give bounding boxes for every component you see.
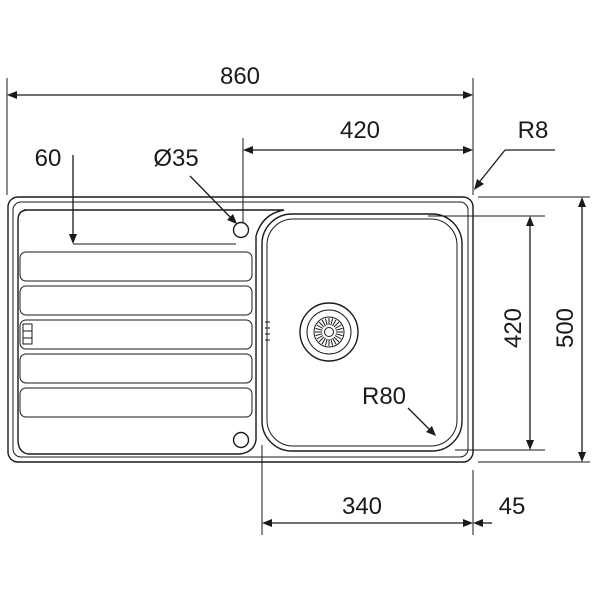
- label-overall-width: 860: [220, 63, 260, 90]
- bowl-outer-outline: [261, 213, 463, 452]
- drainer-groove: [19, 251, 253, 282]
- strainer-spoke: [324, 318, 328, 326]
- tap-hole-circle: [232, 221, 250, 239]
- strainer-spoke: [332, 337, 337, 345]
- strainer-spoke: [316, 335, 324, 340]
- drainer-outline: [17, 209, 285, 455]
- strainer-spoke: [334, 324, 342, 329]
- sink-inner-outline: [12, 201, 469, 458]
- label-bowl-lower-width: 340: [342, 493, 382, 520]
- strainer-spoke: [333, 336, 340, 343]
- strainer-spoke: [333, 321, 340, 328]
- waste-strainer: [299, 302, 359, 362]
- strainer-spoke: [316, 324, 324, 329]
- label-corner-radius: R8: [518, 117, 549, 144]
- dimension-labels: 860 420 R8 60 Ø35 420 500 R80 340 45: [35, 63, 579, 520]
- label-drainer-offset: 60: [35, 145, 62, 172]
- drainer-groove: [19, 319, 253, 350]
- drainer-groove: [19, 387, 253, 418]
- drainer-groove: [19, 353, 253, 384]
- strainer-spoke: [315, 327, 323, 331]
- strainer-spoke: [332, 319, 337, 327]
- label-bowl-width: 420: [340, 117, 380, 144]
- dim-leader-tap-hole: [189, 175, 234, 221]
- label-bowl-radius: R80: [362, 383, 406, 410]
- strainer-spoke: [315, 333, 323, 337]
- bowl-inner-outline: [266, 218, 458, 447]
- overflow-slot: [22, 323, 33, 345]
- label-bowl-margin: 45: [499, 493, 526, 520]
- dim-leader-bowl-radius: [407, 407, 433, 433]
- strainer-spoke: [318, 321, 325, 328]
- secondary-hole-circle: [232, 431, 250, 449]
- sink-body: [7, 196, 474, 463]
- strainer-spoke: [318, 336, 325, 343]
- strainer-spoke: [335, 327, 343, 331]
- label-bowl-height: 420: [500, 308, 527, 348]
- strainer-spoke: [330, 338, 334, 346]
- label-overall-depth: 500: [552, 308, 579, 348]
- label-tap-hole: Ø35: [153, 145, 198, 172]
- strainer-spoke: [324, 338, 328, 346]
- strainer-spoke: [321, 319, 326, 327]
- sink-outer-outline: [7, 196, 474, 463]
- strainer-spoke: [321, 337, 326, 345]
- dimension-lines: [6, 78, 590, 535]
- strainer-spoke: [334, 335, 342, 340]
- strainer-spoke: [335, 333, 343, 337]
- strainer-spoke: [330, 318, 334, 326]
- drainer-groove: [19, 285, 253, 316]
